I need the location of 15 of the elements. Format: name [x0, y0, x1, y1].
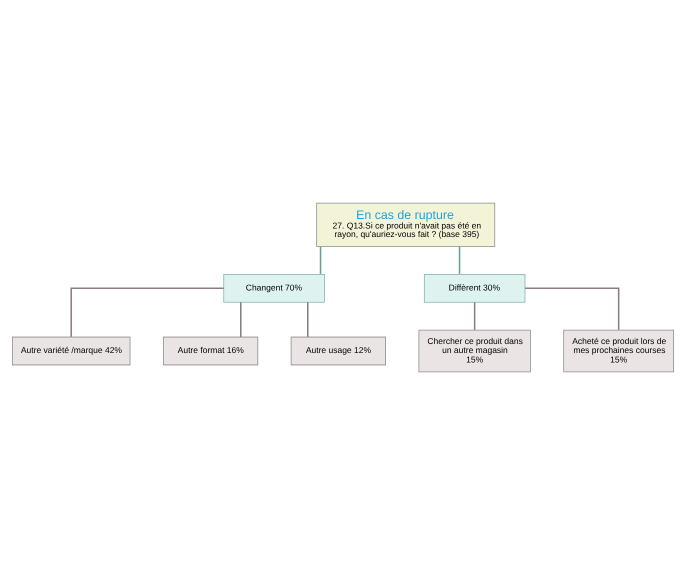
- node-box: Changent 70%: [223, 273, 325, 302]
- connector: [320, 246, 322, 274]
- connector: [458, 246, 460, 274]
- node-box: Autre variété /marque 42%: [12, 336, 130, 365]
- node-box: En cas de rupture 27. Q13.Si ce produit n'avait pas été en rayon, qu'auriez-vous fait ? (base 395): [316, 202, 496, 246]
- node-box: Acheté ce produit lors de mes prochaines courses 15%: [563, 329, 674, 372]
- connector: [525, 287, 620, 330]
- connector: [474, 302, 476, 330]
- connector: [307, 302, 309, 337]
- connector: [240, 302, 242, 337]
- node-box: Autre usage 12%: [290, 336, 386, 365]
- node-box: Autre format 16%: [162, 336, 258, 365]
- node-box: Diffèrent 30%: [424, 273, 526, 302]
- connector: [70, 287, 224, 336]
- node-box: Chercher ce produit dans un autre magasin 15%: [418, 329, 531, 372]
